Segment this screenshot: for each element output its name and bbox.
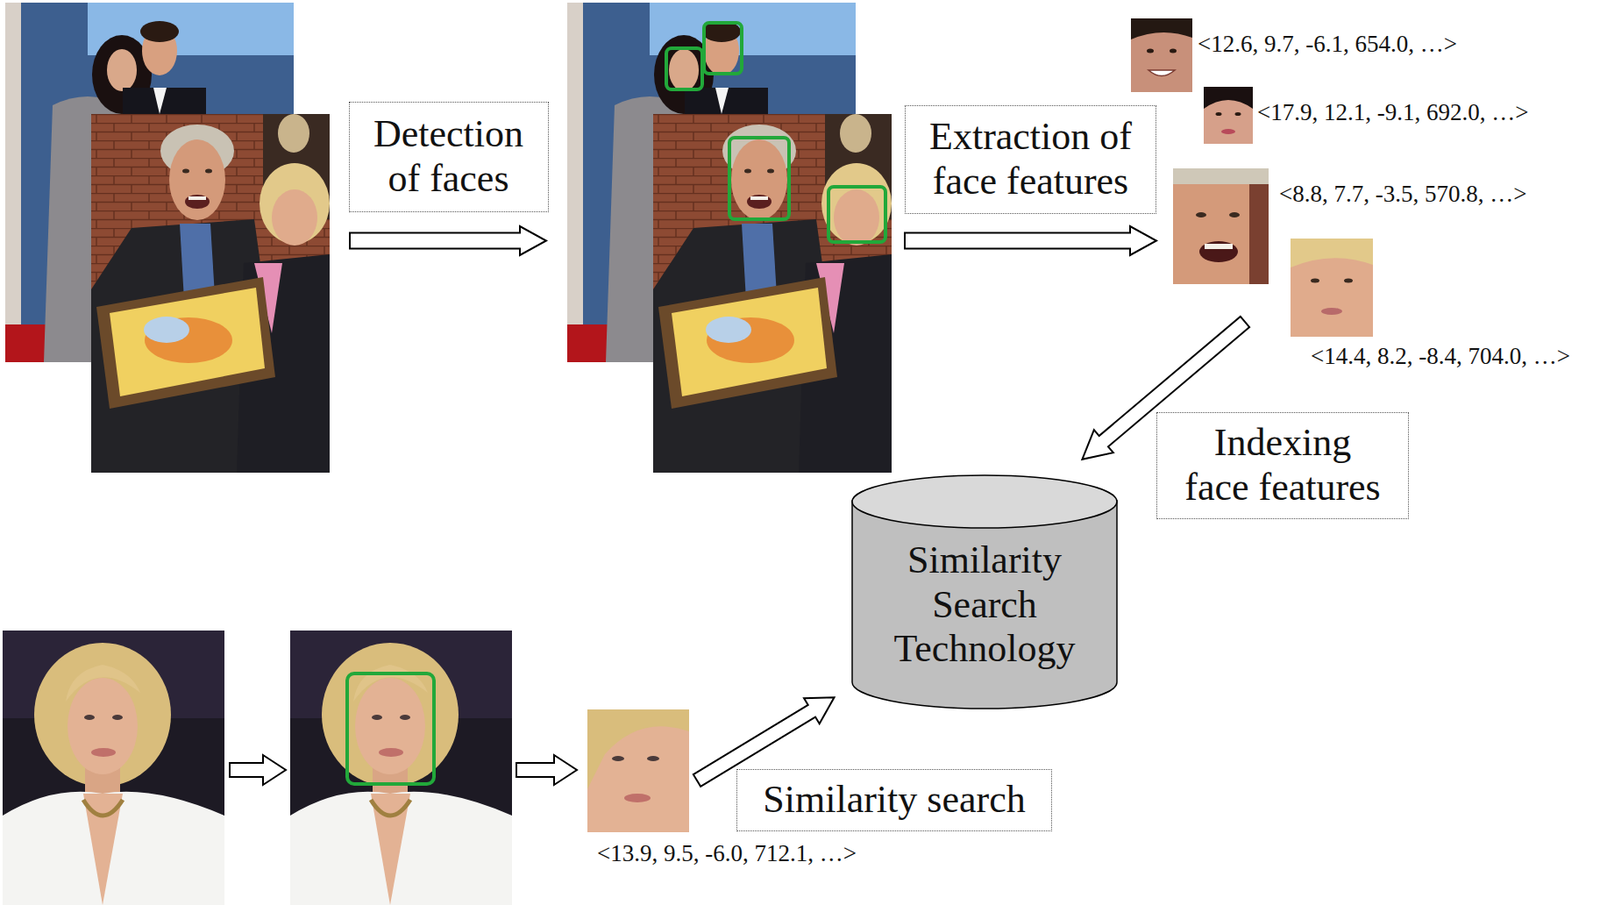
face-crop: [1173, 168, 1269, 285]
step-label: Indexing face features: [1180, 420, 1385, 510]
mouth: [1199, 241, 1238, 263]
face-box: [828, 186, 886, 242]
hair: [1173, 168, 1269, 185]
step-label: Similarity Search Technology: [879, 538, 1090, 672]
feature-vector: <14.4, 8.2, -8.4, 704.0, …>: [1308, 342, 1572, 370]
feature-vector: <13.9, 9.5, -6.0, 712.1, …>: [595, 839, 859, 868]
query-photo: [2, 630, 225, 905]
eye: [1169, 49, 1177, 54]
text-block: Extraction of face features: [923, 114, 1138, 204]
face-box: [347, 673, 434, 784]
face-crop: [1290, 238, 1373, 337]
face-box: [704, 22, 742, 74]
hair: [1203, 86, 1253, 109]
hair: [1130, 18, 1193, 40]
database-cylinder: Similarity Search Technology: [851, 474, 1118, 710]
lips: [624, 793, 651, 803]
feature-vector: <17.9, 12.1, -9.1, 692.0, …>: [1255, 99, 1530, 127]
eye: [1235, 112, 1242, 116]
cylinder-body: [852, 500, 1117, 709]
face-crop: [1130, 18, 1193, 93]
face-crop: [1203, 86, 1253, 144]
eye: [1310, 278, 1320, 284]
eye: [1146, 49, 1154, 54]
step-label-box: Extraction of face features: [904, 105, 1157, 214]
step-label-box: Similarity search: [736, 768, 1053, 832]
lips: [1221, 128, 1236, 135]
detected-photos: [567, 2, 892, 473]
eye: [647, 755, 660, 761]
face-box: [729, 137, 790, 220]
face-crop: [1290, 238, 1373, 337]
lips: [1321, 307, 1343, 315]
feature-vector: <12.6, 9.7, -6.1, 654.0, …>: [1195, 30, 1459, 58]
text-block: Similarity Search Technology: [879, 538, 1090, 672]
eye: [1344, 278, 1353, 284]
step-label: Similarity search: [762, 777, 1025, 823]
block-arrow: [904, 226, 1157, 256]
eye: [1229, 212, 1240, 218]
face-crop: [1130, 18, 1193, 93]
block-arrow: [229, 754, 286, 785]
eye: [1216, 112, 1223, 116]
background: [1249, 168, 1269, 285]
face-crop: [1203, 86, 1253, 144]
step-label-box: Indexing face features: [1156, 412, 1409, 520]
block-arrow: [516, 754, 577, 785]
query-detected-photo: [290, 630, 512, 905]
face-crop: [1173, 168, 1269, 285]
text-block: Similarity search: [762, 777, 1025, 823]
smile: [1148, 70, 1175, 77]
block-arrow: [349, 226, 547, 256]
step-label-box: Detection of faces: [348, 101, 549, 213]
feature-vector: <8.8, 7.7, -3.5, 570.8, …>: [1277, 180, 1529, 208]
hair: [1290, 238, 1373, 268]
input-photos: [5, 2, 330, 473]
text-block: Detection of faces: [361, 112, 537, 201]
text-block: Indexing face features: [1180, 420, 1385, 510]
step-label: Extraction of face features: [923, 114, 1138, 204]
face-box: [666, 48, 703, 90]
face-crop: [587, 709, 690, 832]
hair: [587, 709, 690, 790]
teeth: [1204, 243, 1233, 249]
cylinder-top: [852, 475, 1117, 528]
eye: [611, 755, 625, 761]
step-label: Detection of faces: [361, 112, 537, 201]
eye: [1195, 212, 1207, 218]
face-crop: [587, 709, 690, 832]
